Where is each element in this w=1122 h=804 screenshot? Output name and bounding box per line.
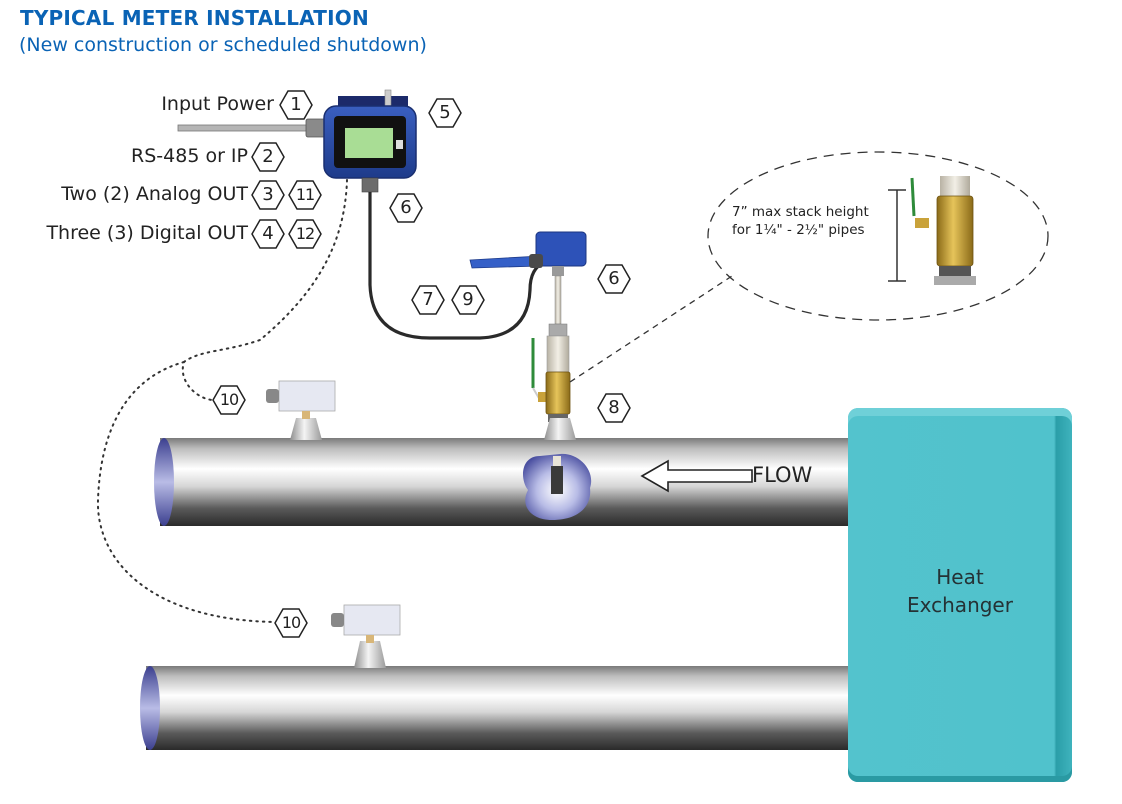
- callout-badge-1: 1: [279, 90, 313, 120]
- stack-height-note-line1: 7” max stack height: [732, 204, 869, 220]
- label-analog-out: Two (2) Analog OUT: [61, 183, 248, 205]
- hexagon-icon: [428, 98, 462, 128]
- callout-badge-11: 11: [288, 180, 322, 210]
- callout-badge-12: 12: [288, 219, 322, 249]
- hexagon-icon: [251, 219, 285, 249]
- hexagon-icon: [451, 285, 485, 315]
- hexagon-icon: [212, 385, 246, 415]
- flow-label: FLOW: [752, 463, 813, 487]
- insertion-sensor-head: [469, 231, 587, 373]
- hexagon-icon: [411, 285, 445, 315]
- hexagon-icon: [597, 264, 631, 294]
- heat-exchanger-label: Heat Exchanger: [848, 563, 1072, 619]
- hexagon-icon: [597, 393, 631, 423]
- valve-detail-image: [910, 176, 976, 285]
- callout-badge-2: 2: [251, 142, 285, 172]
- callout-badge-6-sensor: 6: [597, 264, 631, 294]
- heat-exchanger-label-line2: Exchanger: [907, 593, 1013, 617]
- callout-badge-9: 9: [451, 285, 485, 315]
- callout-badge-5: 5: [428, 98, 462, 128]
- label-digital-out: Three (3) Digital OUT: [46, 222, 248, 244]
- detail-callout-ellipse: [707, 151, 1049, 321]
- signal-wire-supply: [181, 179, 348, 401]
- stack-height-dimension: [888, 189, 906, 282]
- lcd-screen: [345, 128, 393, 158]
- detail-leader-line: [569, 275, 733, 383]
- hexagon-icon: [279, 90, 313, 120]
- callout-badge-4: 4: [251, 219, 285, 249]
- heat-exchanger: Heat Exchanger: [848, 408, 1072, 782]
- callout-badge-10-return: 10: [274, 608, 308, 638]
- callout-badge-6-cable: 6: [389, 193, 423, 223]
- hexagon-icon: [288, 219, 322, 249]
- stack-height-note: 7” max stack height for 1¼" - 2½" pipes: [732, 203, 869, 239]
- pipe-cutaway-probe: [523, 453, 592, 520]
- callout-badge-3: 3: [251, 180, 285, 210]
- hexagon-icon: [251, 180, 285, 210]
- heat-exchanger-label-line1: Heat: [936, 565, 984, 589]
- hexagon-icon: [288, 180, 322, 210]
- stack-height-note-line2: for 1¼" - 2½" pipes: [732, 222, 865, 238]
- hexagon-icon: [251, 142, 285, 172]
- hexagon-icon: [389, 193, 423, 223]
- label-rs485-ip: RS-485 or IP: [131, 145, 248, 167]
- return-pipe: [140, 641, 856, 750]
- hexagon-icon: [274, 608, 308, 638]
- flow-meter-display-unit: [323, 89, 417, 193]
- sensor-cable: [368, 192, 546, 340]
- flow-arrow-icon: [640, 459, 753, 493]
- callout-badge-10-supply: 10: [212, 385, 246, 415]
- label-input-power: Input Power: [161, 93, 274, 115]
- callout-badge-7: 7: [411, 285, 445, 315]
- power-conduit: [177, 124, 311, 132]
- callout-badge-8: 8: [597, 393, 631, 423]
- page-subtitle: (New construction or scheduled shutdown): [19, 34, 427, 56]
- page-title: TYPICAL METER INSTALLATION: [20, 6, 369, 30]
- temperature-sensor-supply: [266, 380, 336, 419]
- temperature-sensor-return: [331, 604, 401, 643]
- signal-wire-return: [96, 361, 276, 623]
